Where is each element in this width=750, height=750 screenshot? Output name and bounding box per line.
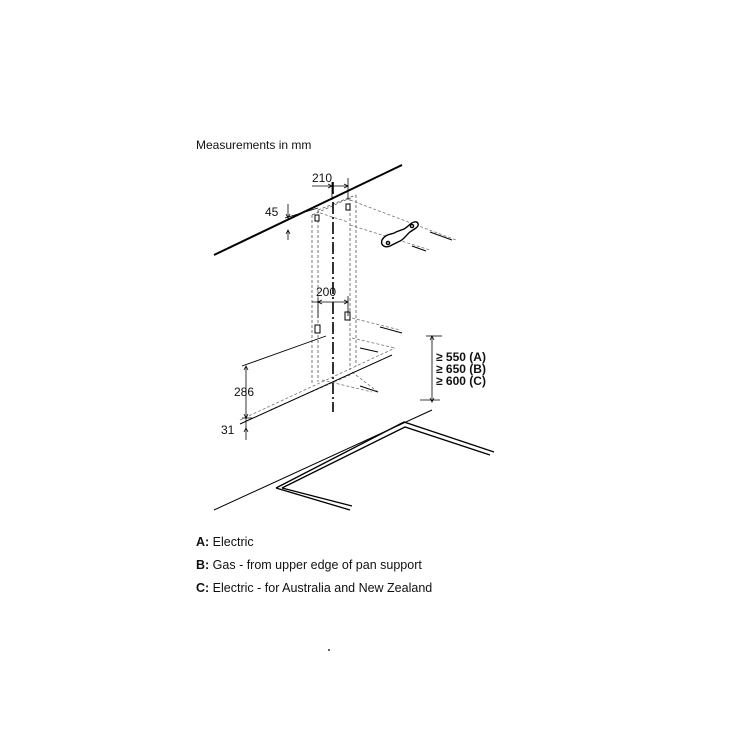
legend-text-c: Electric - for Australia and New Zealand — [209, 581, 433, 595]
legend-key-c: C: — [196, 581, 210, 595]
legend-item-a: A: Electric — [196, 535, 254, 549]
clearance-c-label: ≥ 600 (C) — [436, 374, 486, 388]
dim-200 — [312, 296, 349, 318]
hood-upper-edge — [241, 335, 327, 367]
dim-45 — [284, 204, 319, 240]
dim-45-label: 45 — [265, 205, 279, 219]
duct-outline — [311, 194, 357, 385]
dim-286-label: 286 — [234, 385, 254, 399]
lower-screws — [359, 326, 403, 393]
dim-31-label: 31 — [221, 423, 235, 437]
legend-item-c: C: Electric - for Australia and New Zeal… — [196, 581, 432, 595]
legend-text-a: Electric — [209, 535, 254, 549]
top-bracket — [380, 221, 419, 248]
dim-210-label: 210 — [312, 171, 332, 185]
legend-key-a: A: — [196, 535, 210, 549]
dim-200-label: 200 — [316, 285, 336, 299]
legend-text-b: Gas - from upper edge of pan support — [209, 558, 422, 572]
dim-210 — [312, 178, 349, 200]
duct-screw-marks — [314, 203, 351, 334]
clearance-b-label: ≥ 650 (B) — [436, 362, 486, 376]
cooktop-outline — [275, 421, 495, 511]
ceiling-line — [213, 164, 403, 256]
stray-dot — [328, 649, 330, 651]
lower-bracket-guides — [239, 317, 401, 421]
clearance-a-label: ≥ 550 (A) — [436, 350, 486, 364]
dim-clearance — [420, 335, 442, 403]
dim-286-31 — [242, 365, 252, 440]
legend-item-b: B: Gas - from upper edge of pan support — [196, 558, 422, 572]
top-screws — [411, 231, 453, 252]
legend-key-b: B: — [196, 558, 210, 572]
diagram-title: Measurements in mm — [196, 138, 312, 152]
hood-bottom-edge — [239, 354, 393, 425]
